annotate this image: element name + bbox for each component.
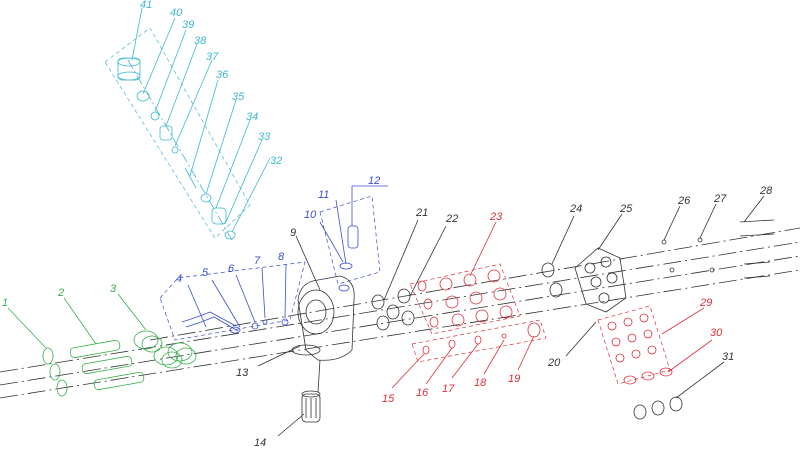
cyan-labels: 41 40 39 38 37 36 35 34 33 32 [140,0,282,167]
label-29: 29 [699,297,712,309]
label-30: 30 [710,327,723,339]
label-41: 41 [140,0,152,11]
label-10: 10 [304,209,317,221]
label-8: 8 [278,251,285,263]
assembly-axis-lines [0,227,800,399]
label-12: 12 [368,175,380,187]
red-valve-parts [391,221,713,389]
label-33: 33 [258,131,271,143]
green-labels: 1 2 3 [2,283,117,309]
label-26: 26 [677,195,691,207]
label-39: 39 [182,19,194,31]
label-34: 34 [246,111,258,123]
label-3: 3 [110,283,117,295]
label-37: 37 [206,51,219,63]
label-24: 24 [569,203,582,215]
black-labels: 9 13 14 20 21 22 24 25 26 27 28 31 [236,185,773,449]
label-5: 5 [202,267,209,279]
label-1: 1 [2,297,8,309]
label-14: 14 [254,437,266,449]
label-15: 15 [382,393,395,405]
label-40: 40 [170,7,183,19]
pump-housing [257,195,775,437]
label-16: 16 [416,387,429,399]
label-38: 38 [194,35,207,47]
label-9: 9 [290,227,296,239]
label-23: 23 [489,211,503,223]
cyan-valve-assembly [104,7,271,241]
blue-parts [159,185,388,341]
label-7: 7 [254,255,261,267]
label-18: 18 [474,377,487,389]
label-27: 27 [713,193,727,205]
label-11: 11 [318,189,329,201]
label-35: 35 [232,91,245,103]
label-17: 17 [442,383,455,395]
label-19: 19 [508,373,520,385]
label-2: 2 [57,287,64,299]
label-20: 20 [547,357,561,369]
label-13: 13 [236,367,249,379]
blue-labels: 4 5 6 7 8 10 11 12 [176,175,380,285]
label-32: 32 [270,155,282,167]
label-22: 22 [445,213,458,225]
label-36: 36 [216,69,229,81]
label-6: 6 [228,263,235,275]
label-25: 25 [619,203,633,215]
red-labels: 15 16 17 18 19 23 29 30 [382,211,723,405]
label-4: 4 [176,273,182,285]
green-parts [7,293,197,397]
label-28: 28 [759,185,773,197]
label-31: 31 [722,351,734,363]
label-21: 21 [415,207,428,219]
